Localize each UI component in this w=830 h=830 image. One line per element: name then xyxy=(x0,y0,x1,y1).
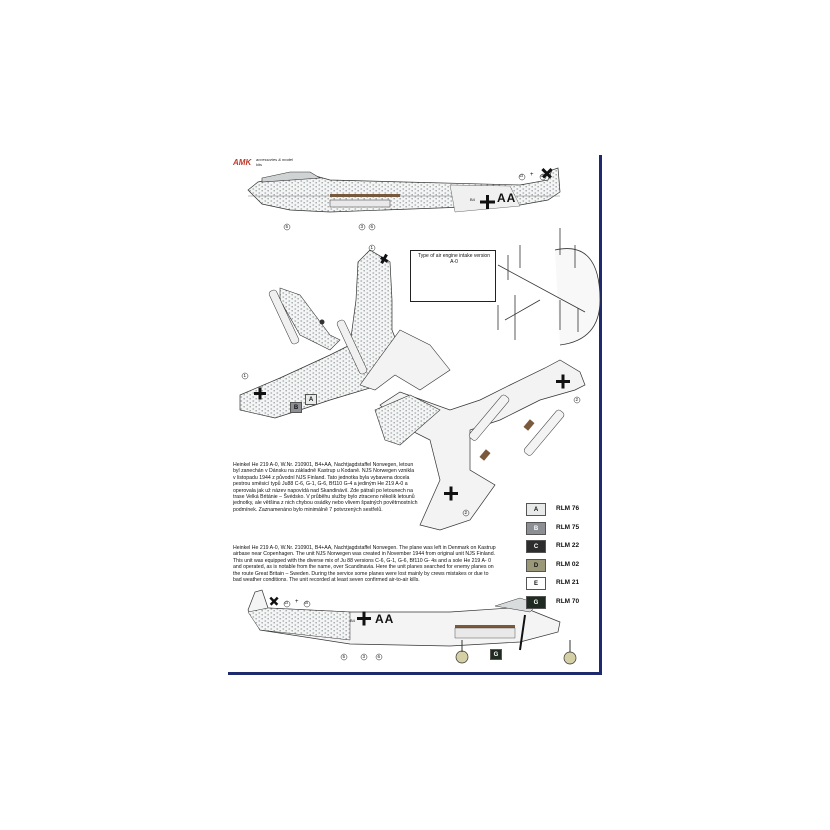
tag-b: B xyxy=(290,402,302,413)
paint-swatch: C xyxy=(526,540,546,553)
paint-swatch: E xyxy=(526,577,546,590)
paint-name: RLM 76 xyxy=(556,505,580,512)
code-bottom-small: B4 xyxy=(350,618,355,623)
antenna-detail xyxy=(497,228,601,346)
brand-tagline: accessories & model kits xyxy=(256,157,293,167)
marker-1a: 1 xyxy=(370,245,374,250)
marker-3a: 3 xyxy=(360,224,364,229)
marker-6b: 6 xyxy=(377,654,381,659)
paint-name: RLM 75 xyxy=(556,523,580,531)
marker-2a: 2 xyxy=(575,397,579,402)
paint-row: A RLM 76 xyxy=(526,503,600,517)
marker-2b: 2 xyxy=(464,510,468,515)
marker-45a: 45 xyxy=(540,174,544,178)
tag-a: A xyxy=(305,394,317,405)
marker-5b: 5 xyxy=(342,654,346,659)
description-czech: Heinkel He 219 A-0, W.Nr. 210901, B4+AA,… xyxy=(233,462,418,513)
paint-row: D RLM 02 xyxy=(526,558,600,573)
paint-row: E RLM 21 xyxy=(526,577,600,591)
plan-view-underside xyxy=(359,329,586,531)
side-view-top xyxy=(247,167,561,231)
paint-row: C RLM 22 xyxy=(526,540,600,554)
description-english: Heinkel He 219 A-0, W.Nr. 210901, B4+AA,… xyxy=(233,545,496,584)
plus-bottom: + xyxy=(295,599,299,605)
paint-name: RLM 21 xyxy=(556,579,580,586)
marker-5a: 5 xyxy=(285,224,289,229)
paint-row: G RLM 70 xyxy=(526,595,600,610)
code-top: AA xyxy=(497,191,517,205)
code-bottom: AA xyxy=(375,612,395,626)
code-top-small: B4 xyxy=(470,197,475,202)
tag-g: G xyxy=(490,649,502,660)
brand-logo: AMK xyxy=(233,158,252,167)
marker-6a: 6 xyxy=(370,224,374,229)
marker-43b: 43 xyxy=(284,601,288,605)
intake-callout: Type of air engine intake version A-0 xyxy=(410,250,496,302)
marker-43a: 43 xyxy=(519,174,523,178)
paint-row: B RLM 75 xyxy=(526,521,600,536)
paint-swatch: D xyxy=(526,558,546,572)
paint-swatch: G xyxy=(526,595,546,609)
paint-swatch: B xyxy=(526,521,546,535)
marker-3b: 3 xyxy=(362,654,366,659)
paint-name: RLM 02 xyxy=(556,560,580,568)
plus-top: + xyxy=(530,172,534,178)
marker-1b: 1 xyxy=(243,373,247,378)
side-view-bottom xyxy=(247,589,577,665)
intake-callout-text: Type of air engine intake version A-0 xyxy=(418,253,490,265)
paint-swatch: A xyxy=(526,503,546,516)
paint-name: RLM 22 xyxy=(556,542,580,549)
plan-view-upper xyxy=(239,244,401,419)
paint-name: RLM 70 xyxy=(556,597,580,605)
marker-45b: 45 xyxy=(304,601,308,605)
